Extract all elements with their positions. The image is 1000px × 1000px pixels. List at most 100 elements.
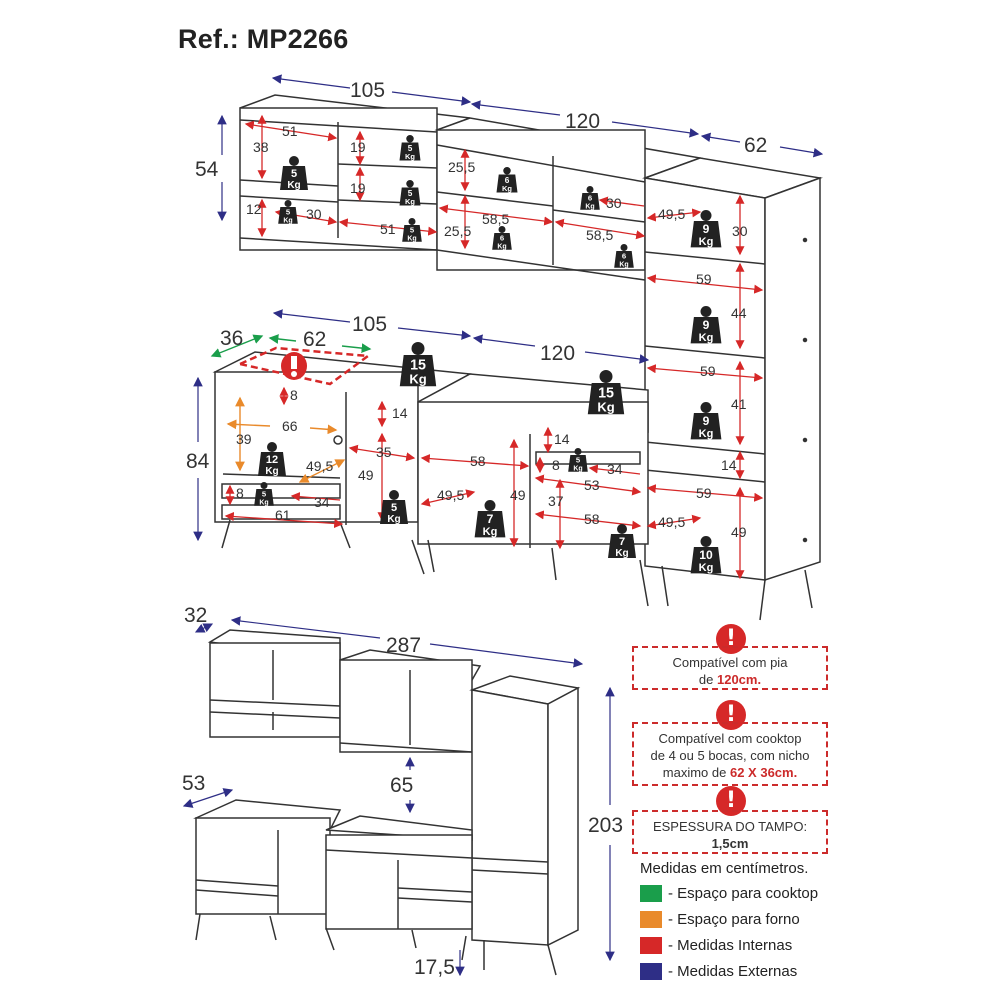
weight-value: 5	[408, 189, 413, 198]
weight-icon: 5Kg	[280, 156, 308, 191]
legend-swatch	[640, 936, 662, 954]
dim-label: 51	[380, 221, 396, 237]
weight-unit: Kg	[502, 184, 512, 193]
reference-title: Ref.: MP2266	[178, 24, 349, 54]
weight-unit: Kg	[407, 235, 416, 242]
dim-lower-84: 84	[186, 450, 210, 473]
sink-note: Compatível com pia de 120cm.	[632, 646, 828, 690]
dim-label: 58	[470, 453, 486, 469]
dim-label: 49	[731, 524, 747, 540]
top-thickness-note: ESPESSURA DO TAMPO: 1,5cm	[632, 810, 828, 854]
weight-icons: 5Kg5Kg5Kg5Kg5Kg6Kg6Kg6Kg6Kg9Kg9Kg9Kg10Kg…	[254, 135, 722, 574]
dim-label: 61	[275, 507, 291, 523]
weight-icon: 5Kg	[568, 448, 588, 472]
weight-value: 9	[703, 414, 710, 428]
legend-title: Medidas em centímetros.	[640, 860, 809, 877]
weight-unit: Kg	[619, 261, 628, 268]
cooktop-note: Compatível com cooktop de 4 ou 5 bocas, …	[632, 722, 828, 786]
dim-label: 49,5	[437, 487, 464, 503]
weight-unit: Kg	[699, 428, 714, 440]
dim-label: 30	[606, 195, 622, 211]
sink-note-line2-pre: de	[698, 672, 717, 687]
dim-label: 8	[552, 457, 560, 473]
dim-lower-36: 36	[220, 327, 243, 350]
dim-label: 53	[584, 477, 600, 493]
weight-unit: Kg	[585, 203, 594, 210]
internal-labels: 51 38 19 19 12 30 51 25,5 58,5 25,5 30 5…	[236, 123, 748, 540]
top-note-line1: ESPESSURA DO TAMPO:	[652, 819, 808, 834]
weight-value: 7	[487, 512, 494, 526]
weight-value: 5	[576, 456, 581, 465]
weight-icon: 5Kg	[402, 218, 422, 242]
sink-note-line1: Compatível com pia	[672, 655, 788, 670]
dim-label: 12	[246, 201, 262, 217]
weight-icon: 5Kg	[278, 200, 298, 224]
weight-icon: 6Kg	[496, 167, 518, 193]
weight-value: 10	[699, 548, 713, 562]
dim-front-53: 53	[182, 772, 205, 795]
weight-icon: 9Kg	[690, 210, 722, 248]
weight-value: 9	[703, 318, 710, 332]
dim-front-287: 287	[386, 634, 421, 657]
legend-label: - Espaço para cooktop	[668, 884, 819, 902]
dim-label: 59	[696, 271, 712, 287]
weight-unit: Kg	[287, 180, 300, 191]
dim-label: 30	[306, 206, 322, 222]
dim-label: 19	[350, 180, 366, 196]
weight-icon: 5Kg	[380, 490, 408, 525]
dim-label: 49	[358, 467, 374, 483]
weight-icon: 7Kg	[474, 500, 506, 538]
legend-swatch	[640, 962, 662, 980]
dim-label: 49	[510, 487, 526, 503]
weight-unit: Kg	[405, 152, 415, 161]
dim-label: 8	[236, 485, 244, 501]
legend-item-internal: - Medidas Internas	[640, 932, 818, 958]
dim-label: 49,5	[658, 206, 685, 222]
cooktop-dimensions	[210, 334, 372, 358]
legend-item-external: - Medidas Externas	[640, 958, 818, 984]
dim-label: 30	[732, 223, 748, 239]
dim-label: 39	[236, 431, 252, 447]
dim-label: 49,5	[658, 514, 685, 530]
weight-icon: 5Kg	[399, 135, 421, 161]
weight-unit: Kg	[699, 562, 714, 574]
dim-label: 59	[696, 485, 712, 501]
weight-unit: Kg	[283, 217, 292, 224]
weight-value: 15	[410, 357, 426, 373]
dim-label: 58,5	[482, 211, 509, 227]
weight-value: 5	[262, 490, 267, 499]
dim-label: 14	[392, 405, 408, 421]
weight-icon: 5Kg	[399, 180, 421, 206]
legend-item-oven: - Espaço para forno	[640, 906, 818, 932]
weight-unit: Kg	[699, 332, 714, 344]
weight-unit: Kg	[497, 243, 506, 250]
weight-icon: 9Kg	[690, 306, 722, 344]
weight-unit: Kg	[405, 197, 415, 206]
legend-label: - Medidas Internas	[668, 936, 793, 954]
weight-unit: Kg	[573, 465, 582, 472]
legend-label: - Medidas Externas	[668, 962, 798, 980]
weight-value: 6	[622, 252, 626, 261]
weight-unit: Kg	[615, 548, 628, 559]
weight-unit: Kg	[483, 526, 498, 538]
weight-value: 5	[291, 168, 297, 180]
weight-icon: 9Kg	[690, 402, 722, 440]
legend-item-cooktop: - Espaço para cooktop	[640, 880, 818, 906]
dim-label: 14	[721, 457, 737, 473]
legend-swatch	[640, 884, 662, 902]
dim-label: 25,5	[448, 159, 475, 175]
weight-icon: 6Kg	[614, 244, 634, 268]
legend: - Espaço para cooktop - Espaço para forn…	[640, 880, 818, 984]
weight-value: 15	[598, 385, 614, 401]
external-labels: 105 120 62 54 36 62 105 120 84 32 287 65…	[182, 79, 767, 979]
dim-label: 25,5	[444, 223, 471, 239]
cooktop-alert-icon	[281, 352, 307, 380]
cooktop-note-line3-pre: maximo de	[662, 765, 730, 780]
cooktop-note-line1: Compatível com cooktop	[658, 731, 802, 746]
dim-label: 8	[290, 387, 298, 403]
dim-label: 35	[376, 444, 392, 460]
top-note-line2: 1,5cm	[711, 836, 749, 851]
